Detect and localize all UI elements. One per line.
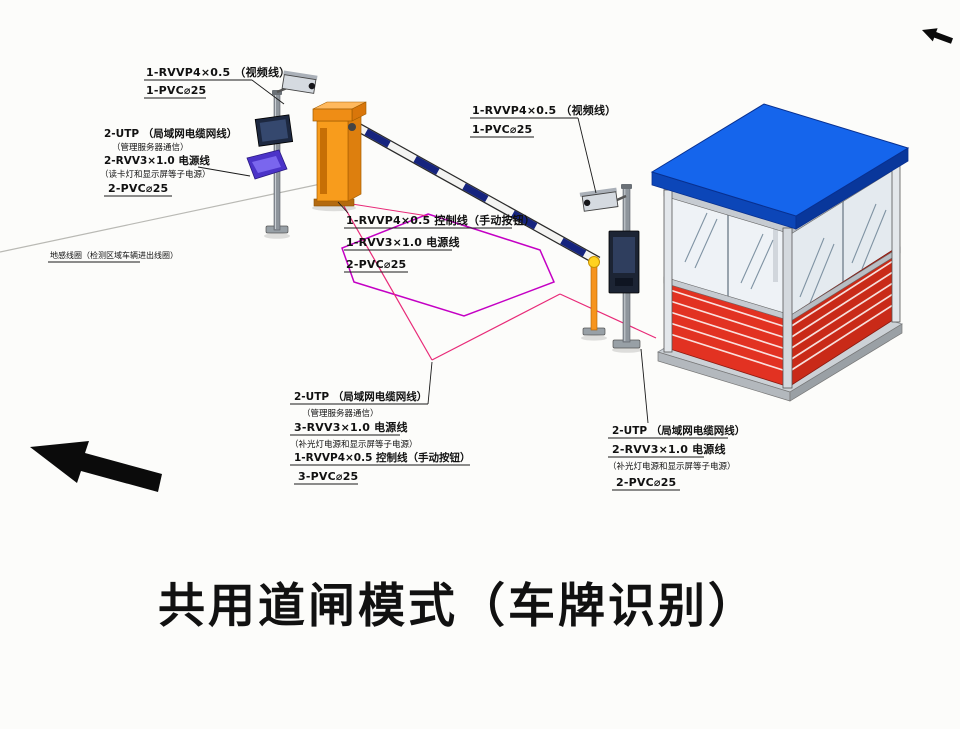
wall-stripe [669, 289, 787, 328]
boom-pivot [348, 123, 356, 131]
boom-stripes [352, 121, 600, 265]
wall-stripe [789, 291, 897, 361]
label-cam1-cable: 1-RVVP4×0.5 （视频线） 1-PVC⌀25 [144, 65, 290, 105]
floodlight-lens [252, 156, 281, 173]
corner-post-front-right [782, 227, 793, 389]
label-leader [427, 361, 433, 405]
label-text: 1-PVC⌀25 [472, 123, 532, 136]
reflection-line [694, 218, 718, 269]
label-leader [337, 201, 349, 214]
label-text: 3-RVV3×1.0 电源线 [294, 420, 408, 434]
roof-top [650, 103, 910, 217]
wall-stripe [669, 322, 787, 361]
label-text: 2-RVV3×1.0 电源线 [612, 442, 726, 456]
reflection-line [861, 209, 887, 270]
wall-stripe [789, 258, 897, 328]
label-text: 1-RVVP4×0.5 （视频线） [146, 65, 290, 79]
label-text: 2-UTP （局域网电缆网线） [294, 390, 427, 403]
reflection-line [684, 212, 708, 263]
card-reader-display [254, 114, 294, 147]
support-shadow [581, 335, 607, 341]
label-text: （管理服务器通信） [112, 142, 189, 153]
corner-post-front-left [663, 189, 673, 353]
label-reader-cable: 2-UTP （局域网电缆网线） （管理服务器通信） 2-RVV3×1.0 电源线… [100, 127, 251, 197]
corner-post-back-right [891, 159, 901, 323]
wall-stripe [669, 311, 787, 350]
booth-platform-side [789, 323, 903, 402]
label-text: 3-PVC⌀25 [298, 470, 358, 483]
small-arrow-icon [922, 28, 953, 44]
boom-support-tip [588, 256, 600, 268]
glass-reflections [684, 203, 887, 304]
label-text: （读卡灯和显示屏等子电源） [100, 169, 211, 180]
label-text: （补光灯电源和显示屏等子电源） [290, 439, 418, 450]
reflection-line [851, 203, 877, 264]
label-leader [251, 79, 285, 105]
diagram-title: 共用道闸模式（车牌识别） [158, 579, 758, 634]
route-line-2 [431, 293, 561, 361]
north-arrow-icon [30, 441, 162, 492]
wall-stripe [789, 302, 897, 372]
label-text: 1-RVVP4×0.5 （视频线） [472, 103, 616, 117]
control-box-screen [613, 237, 635, 273]
reflection-line [750, 239, 774, 290]
label-text: 2-PVC⌀25 [616, 476, 676, 489]
label-text: （管理服务器通信） [302, 408, 379, 419]
reader-screen [259, 119, 289, 142]
wall-stripes [669, 258, 897, 372]
control-box-panel [615, 278, 633, 286]
reflection-line [809, 243, 835, 304]
camera2 [579, 187, 619, 212]
cabinet-front-stripe [320, 128, 327, 194]
entry-camera-pole [246, 70, 318, 239]
camera1-shield [283, 70, 318, 80]
exit-camera-pole [579, 184, 642, 353]
label-text: （补光灯电源和显示屏等子电源） [608, 461, 736, 472]
label-leader [577, 117, 597, 194]
label-island-cable: 2-UTP （局域网电缆网线） （管理服务器通信） 3-RVV3×1.0 电源线… [290, 361, 471, 485]
wall-stripe [669, 333, 787, 372]
label-text: 1-RVVP4×0.5 控制线（手动按钮） [294, 451, 471, 464]
wall-stripe [789, 280, 897, 350]
route-line-3 [559, 293, 657, 339]
label-leader [640, 348, 649, 424]
label-text: 2-RVV3×1.0 电源线 [104, 154, 210, 167]
label-text: 1-PVC⌀25 [146, 84, 206, 97]
label-text: 2-UTP （局域网电缆网线） [104, 127, 237, 140]
barrier-boom [351, 120, 601, 266]
pole1-shadow [264, 233, 290, 239]
reflection-line [740, 233, 764, 284]
label-text: 1-RVVP4×0.5 控制线（手动按钮） [346, 213, 535, 227]
pole2-cap [621, 184, 632, 189]
label-text: 2-PVC⌀25 [346, 258, 406, 271]
loop-polygon [341, 213, 556, 317]
label-cam2-cable: 1-RVVP4×0.5 （视频线） 1-PVC⌀25 [470, 103, 616, 194]
camera1-lens-icon [308, 82, 316, 90]
label-text: 2-PVC⌀25 [108, 182, 168, 195]
camera2-housing [581, 191, 619, 212]
detection-loop [341, 213, 556, 317]
label-leader [197, 166, 251, 177]
route-line-4 [351, 203, 429, 217]
reflection-line [799, 237, 825, 298]
label-barrier-cable: 1-RVVP4×0.5 控制线（手动按钮） 1-RVV3×1.0 电源线 2-P… [337, 201, 535, 273]
wall-stripe [669, 300, 787, 339]
label-text: 地感线圈（检测区域车辆进出线圈） [50, 250, 178, 260]
boom-support-pole [590, 265, 598, 331]
camera2-lens-icon [583, 199, 591, 207]
label-text: 2-UTP （局域网电缆网线） [612, 424, 745, 437]
guard-booth [650, 103, 910, 402]
label-ground-loop: 地感线圈（检测区域车辆进出线圈） [48, 250, 178, 263]
barrier-gate-cabinet [312, 101, 367, 212]
label-booth-cable: 2-UTP （局域网电缆网线） 2-RVV3×1.0 电源线 （补光灯电源和显示… [608, 348, 745, 491]
camera2-shield [579, 187, 617, 197]
wall-stripe [789, 269, 897, 339]
cabinet-cap-front [312, 108, 353, 122]
pole2-shadow [612, 347, 642, 353]
compass [30, 28, 953, 492]
camera1 [281, 70, 318, 94]
camera2-bracket [616, 194, 627, 202]
label-text: 1-RVV3×1.0 电源线 [346, 235, 460, 249]
